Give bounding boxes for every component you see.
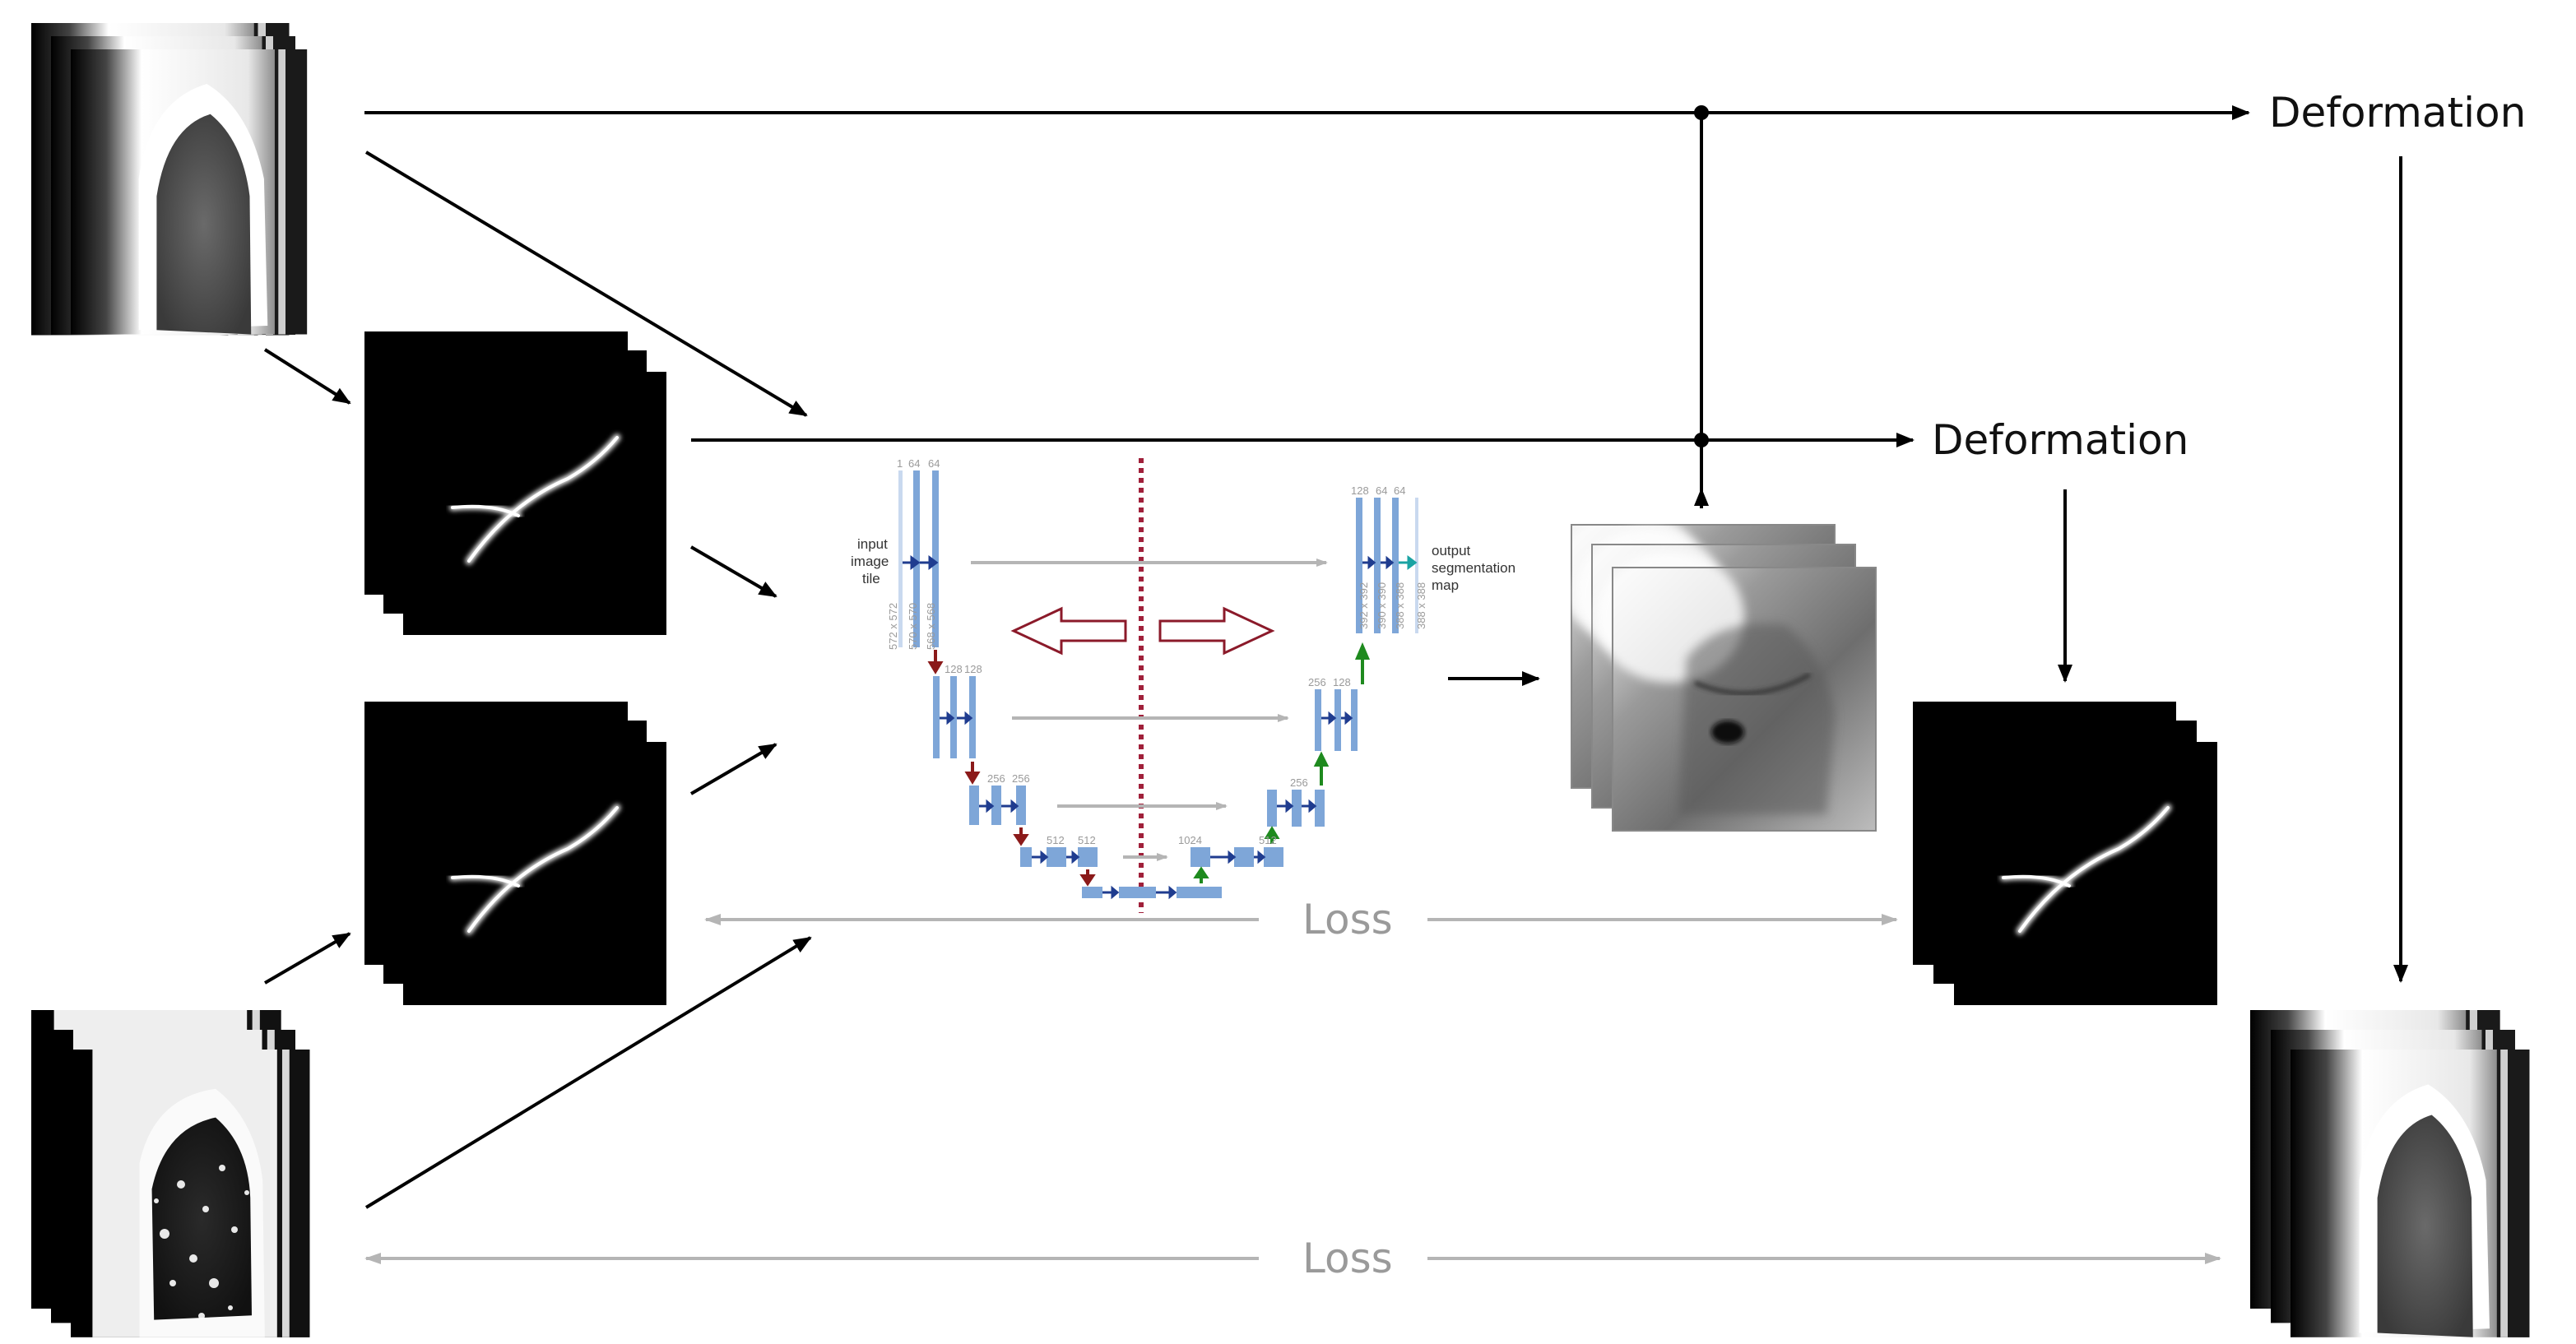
- unet-architecture: input image tile output segmentation map…: [851, 457, 1515, 913]
- size-388b: 388 x 388: [1415, 582, 1427, 629]
- hollow-arrow-left: [1010, 606, 1127, 656]
- ch-128a: 128: [945, 663, 963, 675]
- ch-d64b: 64: [1394, 484, 1405, 497]
- ch-256a: 256: [987, 772, 1005, 785]
- size-572: 572 x 572: [887, 603, 899, 650]
- arrow-ct-to-unet: [364, 151, 808, 417]
- unet-output-label-3: map: [1432, 577, 1459, 593]
- unet-output-label-2: segmentation: [1432, 560, 1515, 576]
- warped-ct-stack: [2250, 1010, 2530, 1337]
- ch-d128b: 128: [1351, 484, 1369, 497]
- fixed-ct-stack: [31, 23, 308, 336]
- moving-vessel-mask-stack: [364, 702, 666, 1005]
- ch-128b: 128: [964, 663, 982, 675]
- ch-d256: 256: [1290, 776, 1308, 789]
- deformation-field-stack: [1555, 508, 1876, 831]
- unet-input-label-3: tile: [862, 571, 880, 586]
- junction-top: [1694, 105, 1709, 120]
- size-568: 568 x 568: [925, 603, 937, 650]
- ch-1: 1: [897, 457, 903, 470]
- ch-d128: 128: [1333, 676, 1351, 688]
- size-388a: 388 x 388: [1394, 582, 1406, 629]
- unet-output-label-1: output: [1432, 543, 1471, 558]
- arrow-mask2-to-unet: [689, 743, 777, 795]
- arrow-ct2-to-mask: [263, 932, 351, 985]
- moving-ct-stack: [31, 1010, 310, 1337]
- loss-label-mid: Loss: [1302, 896, 1393, 943]
- arrow-mask-to-unet: [689, 545, 777, 598]
- ch-512a: 512: [1047, 834, 1065, 846]
- unet-input-label-1: input: [857, 536, 888, 552]
- size-392: 392 x 392: [1358, 582, 1370, 629]
- arrow-ct2-to-unet: [364, 936, 812, 1209]
- ch-512b: 512: [1078, 834, 1096, 846]
- loss-label-bottom: Loss: [1302, 1235, 1393, 1282]
- arrow-ct-to-mask: [263, 348, 351, 405]
- ch-1024: 1024: [1178, 834, 1202, 846]
- junction-mid: [1694, 433, 1709, 447]
- ch-256b: 256: [1012, 772, 1030, 785]
- size-570: 570 x 570: [907, 603, 919, 650]
- flow-arrows: [263, 105, 2408, 1209]
- warped-vessel-mask-stack: [1913, 702, 2217, 1005]
- deformation-label-mid: Deformation: [1932, 416, 2188, 464]
- ch-64b: 64: [928, 457, 940, 470]
- size-390: 390 x 390: [1376, 582, 1388, 629]
- deformation-label-top: Deformation: [2269, 89, 2526, 137]
- fixed-vessel-mask-stack: [364, 331, 666, 635]
- ch-d64a: 64: [1376, 484, 1387, 497]
- ch-d256b: 256: [1308, 676, 1326, 688]
- ch-d512: 512: [1259, 834, 1277, 846]
- hollow-arrow-right: [1158, 606, 1275, 656]
- ch-64a: 64: [908, 457, 920, 470]
- unet-input-label-2: image: [851, 554, 889, 569]
